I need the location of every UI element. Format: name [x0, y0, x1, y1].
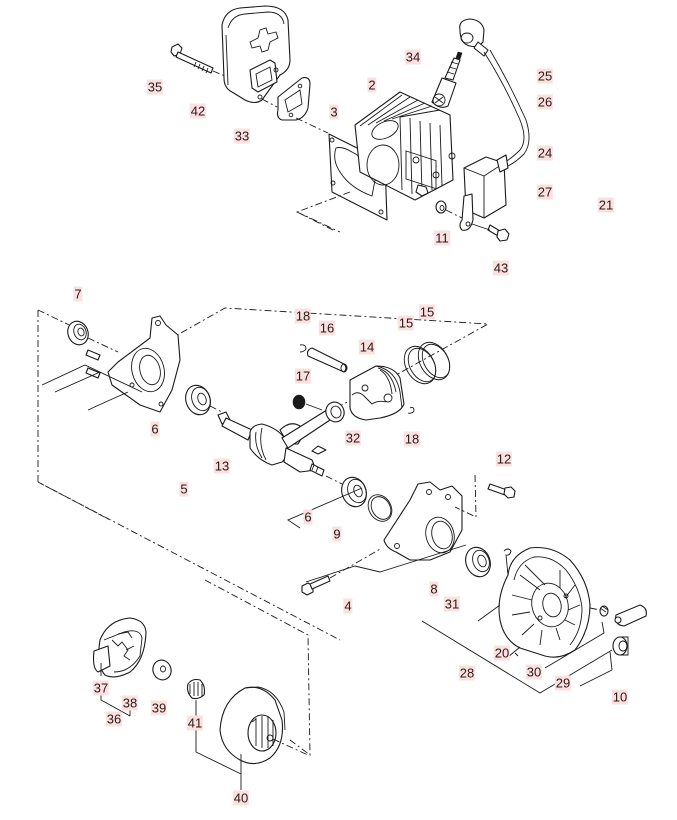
callout-6a[interactable]: 6 [150, 421, 160, 437]
bearing-8-part [465, 546, 491, 578]
muffler-42-part [221, 5, 291, 104]
callout-3[interactable]: 3 [329, 104, 339, 120]
callout-21[interactable]: 21 [597, 197, 615, 213]
piston-14-part [349, 365, 405, 421]
callout-5[interactable]: 5 [179, 481, 189, 497]
key-32-part [311, 445, 327, 455]
nut-10-part [612, 636, 629, 656]
bolt-35-part [170, 43, 226, 77]
callout-26[interactable]: 26 [536, 94, 554, 110]
callout-40[interactable]: 40 [232, 790, 250, 806]
callout-14[interactable]: 14 [358, 339, 376, 355]
callout-10[interactable]: 10 [611, 689, 629, 705]
callout-12[interactable]: 12 [495, 451, 513, 467]
callout-31[interactable]: 31 [443, 596, 461, 612]
callout-18b[interactable]: 18 [403, 431, 421, 447]
callout-36[interactable]: 36 [105, 711, 123, 727]
flywheel-20-part [498, 546, 591, 658]
screw-43-part [471, 223, 510, 242]
callout-25[interactable]: 25 [536, 68, 554, 84]
callout-41[interactable]: 41 [186, 715, 204, 731]
callout-29[interactable]: 29 [554, 675, 572, 691]
callout-43[interactable]: 43 [492, 260, 510, 276]
callout-24[interactable]: 24 [536, 145, 554, 161]
ignition-module-part [459, 154, 509, 231]
bearing-6a-part [185, 384, 223, 416]
clutch-drum-40-part [219, 686, 309, 765]
circlip-18a-part [299, 344, 307, 353]
pawl-29-part [614, 604, 647, 627]
callout-28[interactable]: 28 [458, 665, 476, 681]
bearing-6b-part [325, 475, 367, 508]
crankshaft-13-part [217, 401, 345, 477]
bolt-12-part [487, 483, 516, 499]
callout-27[interactable]: 27 [536, 184, 554, 200]
callout-4[interactable]: 4 [343, 598, 353, 614]
callout-7[interactable]: 7 [73, 286, 83, 302]
spring-clip-31-part [503, 548, 512, 576]
dowel-pins-part [85, 349, 101, 379]
callout-2[interactable]: 2 [367, 77, 377, 93]
gasket-33-part [261, 77, 329, 134]
washer-39-part [152, 659, 172, 681]
cylinder-2-part [354, 91, 456, 201]
callout-35[interactable]: 35 [146, 79, 164, 95]
needle-bearing-17-part [292, 394, 323, 411]
callout-9[interactable]: 9 [332, 526, 342, 542]
seal-7-part [67, 320, 119, 353]
callout-16[interactable]: 16 [318, 320, 336, 336]
callout-38[interactable]: 38 [121, 695, 139, 711]
washer-11-part [435, 200, 463, 219]
callout-11[interactable]: 11 [434, 230, 450, 246]
piston-pin-16-part [306, 347, 348, 373]
callout-30[interactable]: 30 [525, 664, 543, 680]
callout-8[interactable]: 8 [429, 581, 439, 597]
bolt-4-part [301, 547, 383, 596]
callout-39[interactable]: 39 [150, 700, 168, 716]
callout-15a[interactable]: 15 [397, 315, 415, 331]
ignition-lead-part [459, 18, 530, 167]
piston-rings-15-part [403, 341, 451, 385]
callout-20[interactable]: 20 [493, 645, 511, 661]
crankcase-right-part [383, 481, 463, 561]
callout-13[interactable]: 13 [213, 458, 231, 474]
callout-42[interactable]: 42 [189, 103, 207, 119]
circlip-18b-part [407, 406, 415, 414]
callout-33[interactable]: 33 [233, 128, 251, 144]
spark-plug-34-part [431, 51, 463, 108]
crankcase-left-part [107, 315, 181, 413]
callout-37[interactable]: 37 [92, 680, 110, 696]
callout-34[interactable]: 34 [404, 49, 422, 65]
oring-9-part [367, 494, 393, 522]
callout-18a[interactable]: 18 [294, 308, 312, 324]
callout-32[interactable]: 32 [344, 430, 362, 446]
callout-17[interactable]: 17 [294, 368, 312, 384]
callout-6b[interactable]: 6 [303, 509, 313, 525]
callout-15b[interactable]: 15 [418, 304, 436, 320]
clutch-shoes-part [92, 617, 147, 678]
spring-30-part [589, 605, 609, 617]
needle-bearing-41-part [186, 678, 206, 700]
